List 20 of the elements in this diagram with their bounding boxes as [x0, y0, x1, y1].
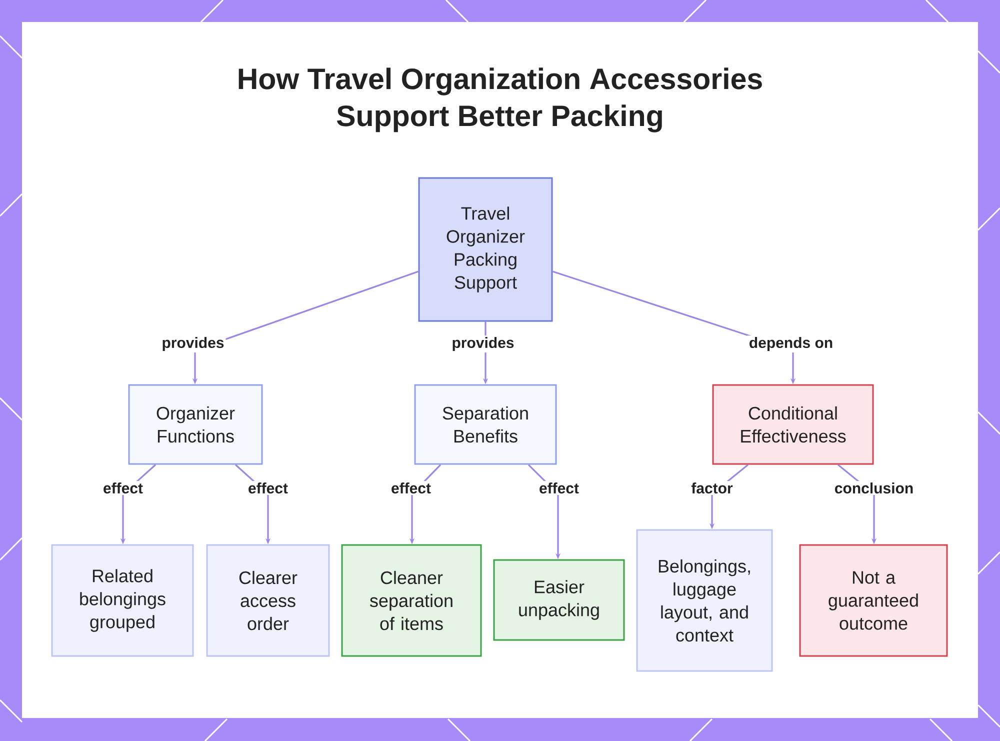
edge-label: depends on [747, 336, 835, 352]
outcome-box: Related belongings grouped [51, 544, 194, 657]
edge-label: effect [246, 481, 290, 496]
outcome-box: Not a guaranteed outcome [799, 544, 948, 657]
outcome-box: Easier unpacking [493, 559, 625, 641]
outcome-box: Conditional Effectiveness [712, 384, 874, 465]
root-box: Travel Organizer Packing Support [418, 177, 553, 322]
edge-label: effect [538, 481, 581, 496]
edge-label: effect [102, 481, 144, 496]
title: How Travel Organization Accessories Support Better Packing [238, 68, 762, 132]
outcome-box: Clearer access order [206, 544, 330, 657]
category-box: Separation Benefits [414, 384, 557, 465]
edge-label: effect [390, 481, 432, 496]
edge-label: factor [690, 481, 734, 496]
edge-label: provides [450, 336, 516, 352]
outcome-box: Cleaner separation of items [341, 544, 482, 657]
category-box: Organizer Functions [128, 384, 263, 465]
outcome-box: Belongings, luggage layout, and context [636, 529, 773, 672]
edge-label: conclusion [832, 481, 916, 496]
edge-label: provides [160, 336, 226, 352]
